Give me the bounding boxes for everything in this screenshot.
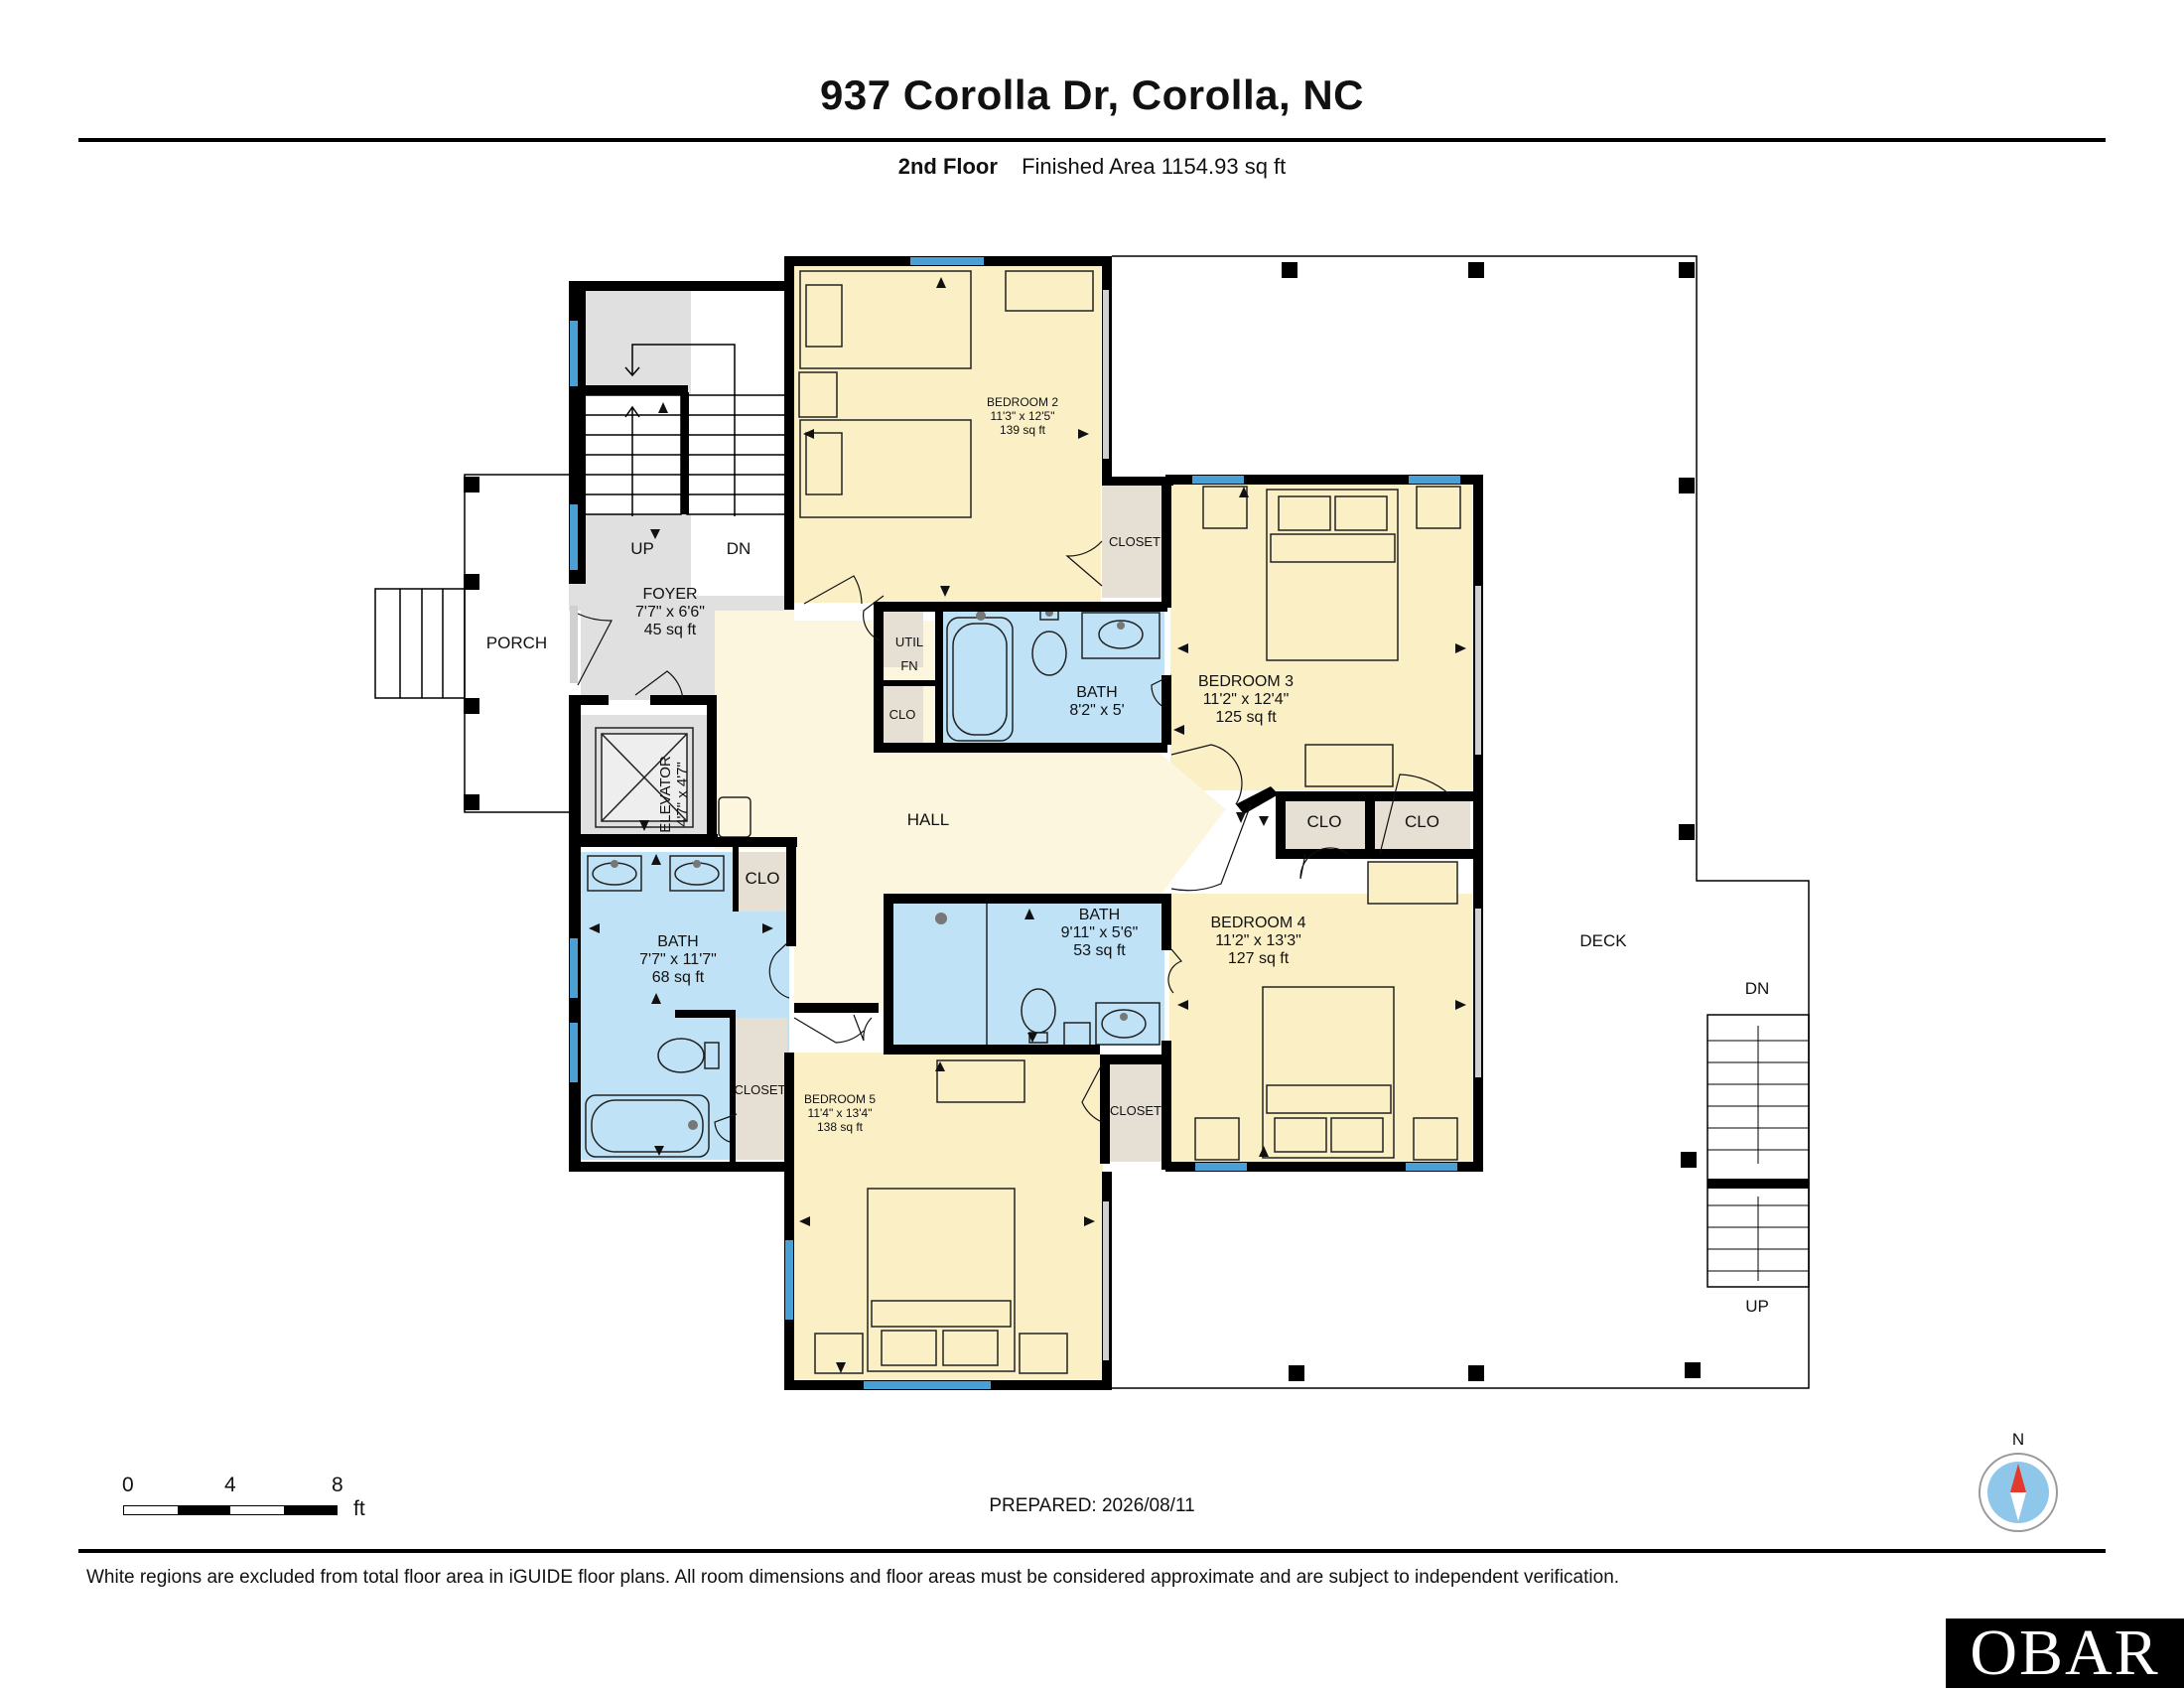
room-arrows xyxy=(589,277,1466,1373)
bedroom2-label: BEDROOM 2 11'3" x 12'5" 139 sq ft xyxy=(948,395,1097,437)
util-label: UTIL xyxy=(894,634,924,649)
clo-label-1: CLO xyxy=(1306,812,1342,831)
bath-center-dims: 8'2" x 5' xyxy=(1069,702,1125,719)
bedroom5-label: BEDROOM 5 11'4" x 13'4" 138 sq ft xyxy=(794,1092,886,1134)
walls xyxy=(569,256,1483,1390)
clo-label-2: CLO xyxy=(1405,812,1439,831)
elevator-dims: 4'7" x 4'7" xyxy=(674,762,691,827)
bedroom2-name: BEDROOM 2 xyxy=(986,395,1058,409)
bath-center-label: BATH 8'2" x 5' xyxy=(1023,684,1171,720)
porch-label: PORCH xyxy=(485,633,548,652)
clo-small-fill xyxy=(879,685,923,747)
posts xyxy=(464,262,1701,1381)
foyer-dims: 7'7" x 6'6" xyxy=(635,604,705,621)
clo-small-label: CLO xyxy=(888,707,916,722)
bath-mid-dims: 9'11" x 5'6" xyxy=(1060,924,1139,941)
compass-north-label: N xyxy=(2011,1430,2025,1449)
bedroom5-name: BEDROOM 5 xyxy=(803,1092,876,1106)
bedroom3-name: BEDROOM 3 xyxy=(1197,673,1294,690)
bath-center-name: BATH xyxy=(1076,684,1118,701)
bedroom2-area: 139 sq ft xyxy=(999,423,1046,437)
porch-steps xyxy=(374,588,466,699)
scale-tick-8: 8 xyxy=(332,1474,343,1496)
hall-label: HALL xyxy=(906,810,950,829)
stair-up-label: UP xyxy=(630,539,654,558)
bedroom3-dims: 11'2" x 12'4" xyxy=(1202,691,1290,708)
deck-label: DECK xyxy=(1579,931,1627,950)
bedroom4-label: BEDROOM 4 11'2" x 13'3" 127 sq ft xyxy=(1191,915,1325,968)
bath-fixtures xyxy=(585,609,1160,1158)
bedroom5-dims: 11'4" x 13'4" xyxy=(807,1106,873,1120)
fn-label: FN xyxy=(900,658,918,673)
clo-left-fill xyxy=(737,852,789,912)
foyer-label: FOYER 7'7" x 6'6" 45 sq ft xyxy=(596,586,745,639)
bedroom2-dims: 11'3" x 12'5" xyxy=(990,409,1055,423)
closet-right-fill xyxy=(1106,1060,1165,1162)
title-rule xyxy=(78,138,2106,142)
floor-label: 2nd Floor xyxy=(897,154,998,179)
bedroom2-closet-fill xyxy=(1102,482,1165,598)
util-fill xyxy=(879,608,923,667)
door-swings xyxy=(577,540,1450,1143)
deck-up-label: UP xyxy=(1745,1297,1769,1316)
scale-tick-0: 0 xyxy=(122,1474,134,1496)
bedroom3-area: 125 sq ft xyxy=(1215,709,1277,726)
deck-stair-treads xyxy=(1707,1026,1809,1281)
bath-left-dims: 7'7" x 11'7" xyxy=(639,951,717,968)
outlines xyxy=(374,255,1810,1389)
scale-unit: ft xyxy=(353,1497,365,1520)
closet-label-b2: CLOSET xyxy=(1108,534,1160,549)
compass-icon xyxy=(1979,1453,2058,1532)
elevator-name: ELEVATOR xyxy=(657,756,674,833)
foyer-name: FOYER xyxy=(642,586,698,603)
stair-dn-label: DN xyxy=(726,539,751,558)
scale-tick-4: 4 xyxy=(224,1474,236,1496)
bath-left-area: 68 sq ft xyxy=(651,969,705,986)
floor-info: 2nd Floor Finished Area 1154.93 sq ft xyxy=(0,154,2184,180)
footer-rule xyxy=(78,1549,2106,1553)
bath-left-name: BATH xyxy=(657,933,699,950)
bath-mid-name: BATH xyxy=(1078,907,1121,923)
prepared-date: PREPARED: 2026/08/11 xyxy=(989,1495,1195,1516)
elevator-label: ELEVATOR 4'7" x 4'7" xyxy=(657,725,697,864)
bedroom4-area: 127 sq ft xyxy=(1227,950,1290,967)
obar-logo: OBAR xyxy=(1946,1619,2184,1688)
closet-right-label: CLOSET xyxy=(1109,1103,1161,1118)
bath-mid-area: 53 sq ft xyxy=(1073,942,1126,959)
finished-area: Finished Area 1154.93 sq ft xyxy=(1022,154,1287,179)
deck-stairs xyxy=(1706,1014,1810,1288)
page-title: 937 Corolla Dr, Corolla, NC xyxy=(820,71,1364,118)
hall-upper-fill xyxy=(715,611,794,710)
foyer-area: 45 sq ft xyxy=(643,622,697,638)
closet-left-label: CLOSET xyxy=(734,1082,786,1097)
bedroom4-name: BEDROOM 4 xyxy=(1210,915,1306,931)
deck-landing xyxy=(1707,1179,1809,1189)
windows xyxy=(570,257,1460,1389)
clo-left-label: CLO xyxy=(745,869,780,888)
clo-fill-2 xyxy=(1374,797,1470,852)
clo-fill-1 xyxy=(1284,797,1365,852)
bath-mid-label: BATH 9'11" x 5'6" 53 sq ft xyxy=(1032,907,1166,960)
bedroom5-area: 138 sq ft xyxy=(816,1120,864,1134)
deck-outline xyxy=(1112,255,1810,1389)
closet-left-fill xyxy=(733,1018,787,1160)
bedroom4-dims: 11'2" x 13'3" xyxy=(1215,932,1301,949)
bedroom3-label: BEDROOM 3 11'2" x 12'4" 125 sq ft xyxy=(1181,673,1310,727)
scale-bar xyxy=(123,1505,338,1515)
bath-left-label: BATH 7'7" x 11'7" 68 sq ft xyxy=(604,933,752,987)
disclaimer: White regions are excluded from total fl… xyxy=(86,1567,1620,1588)
deck-dn-label: DN xyxy=(1744,979,1770,998)
foyer-stairs xyxy=(581,344,790,516)
glass-doors xyxy=(570,290,1481,1360)
elevator-fixture xyxy=(595,727,751,838)
stair-divider xyxy=(681,392,689,514)
